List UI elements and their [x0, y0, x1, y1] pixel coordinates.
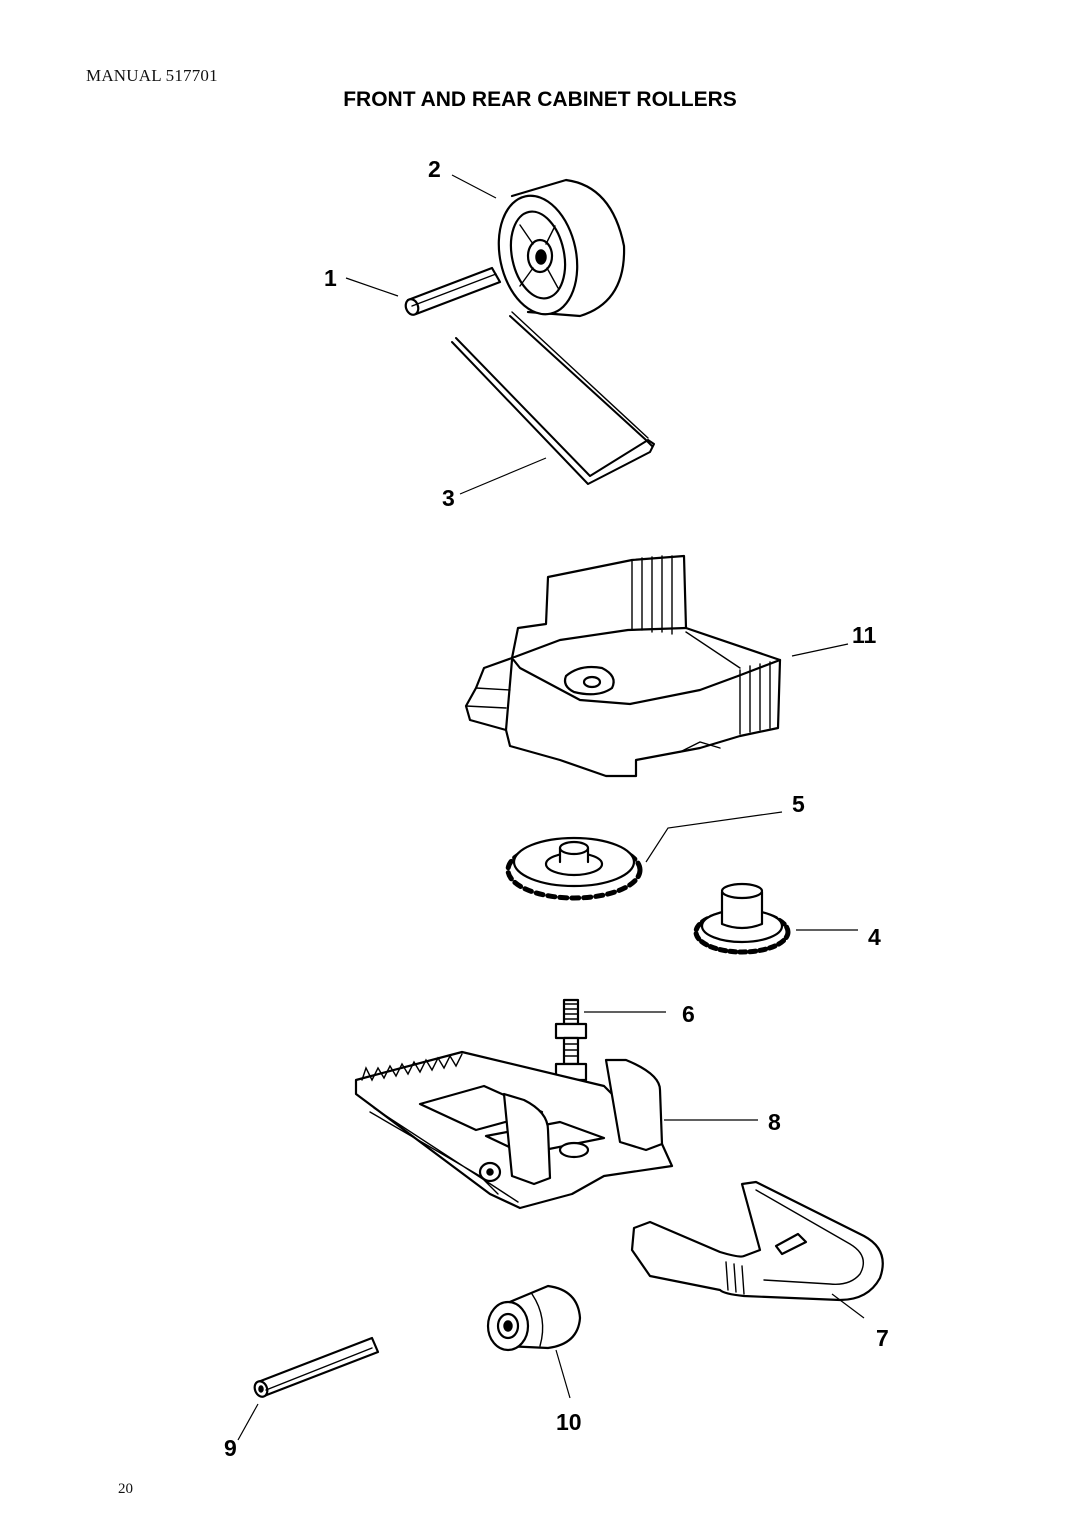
- bolt-part: [554, 998, 588, 1082]
- leader-line-7: [831, 1293, 865, 1319]
- callout-10: 10: [556, 1409, 582, 1435]
- leader-line-10: [555, 1349, 571, 1399]
- callout-1: 1: [324, 265, 337, 291]
- lever-bracket-part: [354, 1050, 674, 1210]
- callout-3: 3: [442, 485, 455, 511]
- callout-8: 8: [768, 1109, 781, 1135]
- wheel-part: [497, 178, 626, 318]
- leader-line-5: [645, 811, 783, 863]
- manual-number: MANUAL 517701: [86, 66, 218, 85]
- roller-bushing-part: [486, 1284, 582, 1352]
- wire-clip-part: [451, 311, 655, 485]
- leader-line-2: [451, 174, 497, 199]
- callout-4: 4: [868, 924, 881, 950]
- roller-housing-part: [464, 554, 782, 778]
- leader-line-1: [345, 277, 399, 297]
- leader-line-9: [237, 1403, 259, 1441]
- callout-7: 7: [876, 1325, 889, 1351]
- callout-5: 5: [792, 791, 805, 817]
- callout-9: 9: [224, 1435, 237, 1461]
- callout-11: 11: [852, 622, 877, 648]
- axle-pin-part: [404, 266, 502, 316]
- roll-pin-part: [253, 1336, 380, 1398]
- small-gear-part: [693, 882, 791, 955]
- large-gear-part: [505, 836, 643, 901]
- callout-2: 2: [428, 156, 441, 182]
- leader-line-11: [791, 643, 849, 657]
- u-bracket-part: [630, 1180, 884, 1302]
- page-number: 20: [118, 1481, 133, 1497]
- page-title: FRONT AND REAR CABINET ROLLERS: [343, 88, 737, 111]
- leader-line-3: [459, 457, 547, 495]
- callout-6: 6: [682, 1001, 695, 1027]
